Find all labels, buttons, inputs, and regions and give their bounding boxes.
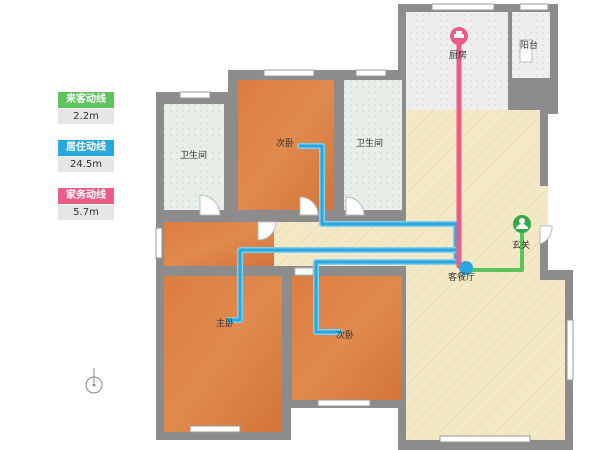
bath-left-floor [164,104,224,210]
guest-route [464,230,524,272]
windows [155,3,574,443]
living-route-bottom-core [314,260,458,334]
label-entrance: 玄关 [512,239,530,251]
legend-guest-value: 2.2m [58,109,114,124]
legend-chore-value: 5.7m [58,205,114,220]
legend-living-value: 24.5m [58,157,114,172]
compass-icon [85,368,103,394]
label-bath-left: 卫生间 [180,149,207,161]
markers [450,27,531,275]
label-bedroom-bottom: 次卧 [336,329,354,341]
label-master: 主卧 [216,317,234,329]
living-route-top-core [298,144,458,264]
legend-guest: 来客动线 2.2m [58,92,114,124]
bedroom-bottom-floor [292,276,402,400]
label-bath-right: 卫生间 [356,137,383,149]
label-kitchen: 厨房 [449,49,467,61]
label-bedroom-top: 次卧 [276,137,294,149]
living-floor [406,110,565,440]
doors [199,39,553,276]
living-marker-icon [459,261,473,275]
legend-living: 居住动线 24.5m [58,140,114,172]
label-living: 客餐厅 [448,271,475,283]
study-floor [164,222,274,266]
label-balcony: 阳台 [520,39,538,51]
routes [225,41,524,335]
bath-right-floor [344,80,402,210]
living-route-master-core [226,248,460,322]
legend-guest-label: 来客动线 [58,92,114,108]
corridor-floor [274,222,406,266]
master-floor [164,276,282,432]
legend-living-label: 居住动线 [58,140,114,156]
legend-chore-label: 家务动线 [58,188,114,204]
legend-chore: 家务动线 5.7m [58,188,114,220]
